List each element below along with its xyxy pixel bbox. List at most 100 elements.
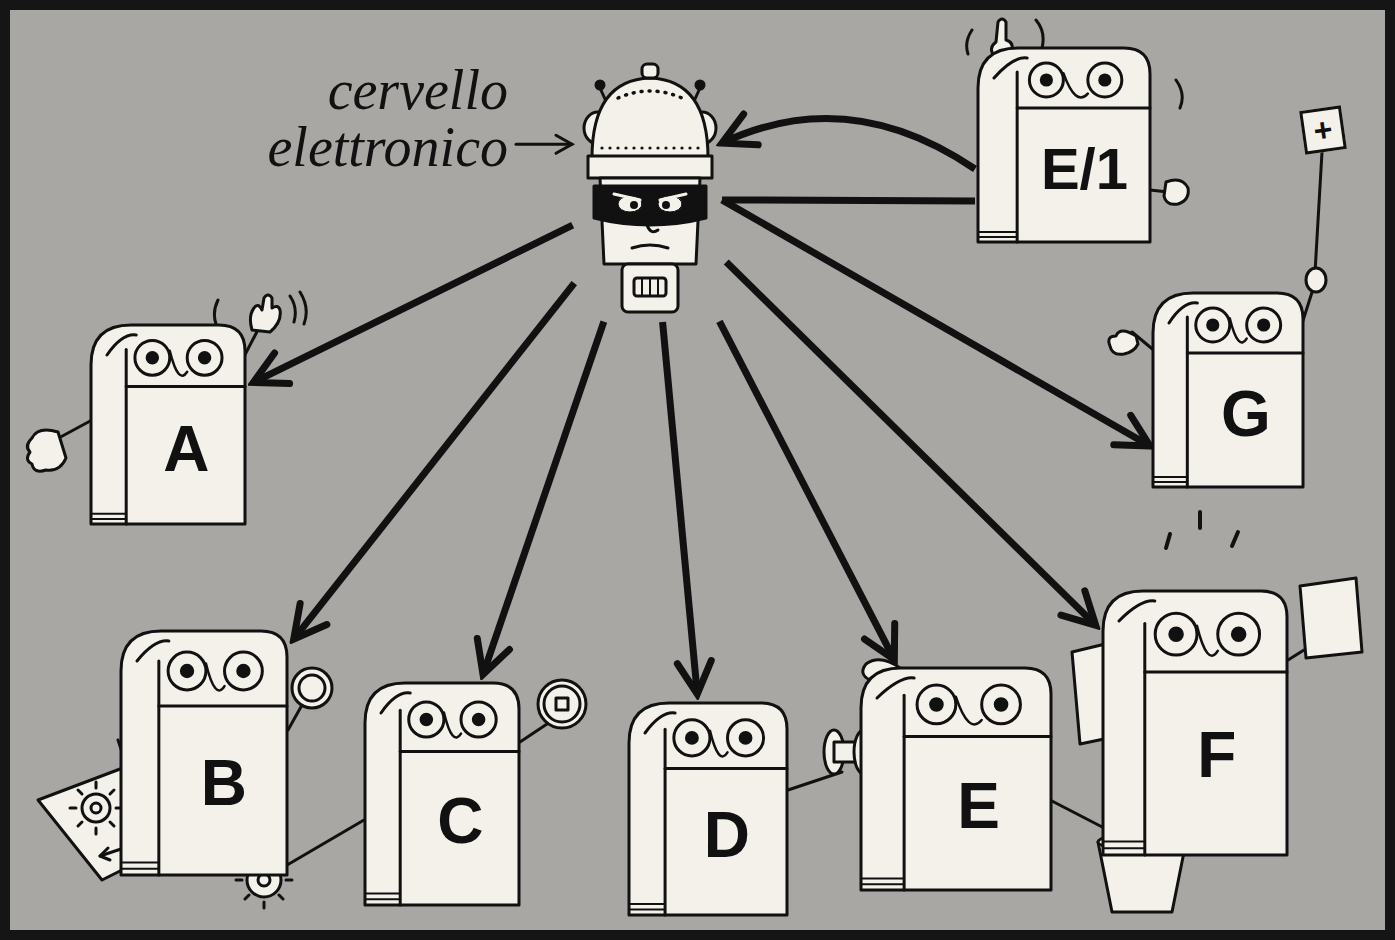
- cabinet-base: [978, 232, 1017, 237]
- antenna-ball: [596, 81, 604, 89]
- cabinet-body: [1103, 591, 1287, 855]
- robot-props-part: [214, 292, 306, 324]
- pupil: [147, 353, 157, 363]
- robot-props-part: [27, 430, 66, 471]
- cabinet-shape: [1100, 588, 1290, 858]
- robot-props-part: [292, 668, 332, 708]
- cabinet-body: [978, 48, 1150, 242]
- robot-props-part: [544, 686, 580, 722]
- pupil: [1232, 628, 1245, 641]
- cabinet-outline: [629, 703, 787, 915]
- cabinet-body: [1153, 293, 1303, 487]
- cabinet-hood: [137, 641, 169, 661]
- pupil: [740, 732, 751, 743]
- nose: [1063, 73, 1087, 97]
- eye: [187, 340, 222, 375]
- robot-props-part: [82, 794, 110, 822]
- eye: [225, 652, 263, 690]
- rivet: [632, 146, 635, 149]
- computer-cabinet: C: [362, 680, 522, 908]
- cabinet-hood: [1119, 601, 1155, 621]
- nose: [444, 712, 461, 737]
- cabinet-outline: [978, 48, 1150, 242]
- cabinet-hood: [381, 693, 410, 713]
- rivet: [648, 146, 651, 149]
- brain-node: cervello elettronico: [578, 58, 722, 316]
- eye: [1088, 63, 1122, 97]
- flow-arrow: [663, 322, 698, 694]
- grill-bars: [642, 278, 658, 296]
- mouth: [632, 245, 668, 248]
- flow-arrow: [294, 283, 575, 639]
- pupil: [1208, 320, 1218, 330]
- robot-props-part: [1288, 650, 1304, 660]
- pupil: [199, 353, 209, 363]
- robot-props-part: [282, 820, 364, 868]
- pupil: [630, 201, 638, 209]
- flow-arrow: [253, 225, 572, 382]
- robot-props-part: [91, 803, 101, 813]
- cabinet-body: [121, 631, 287, 875]
- eye: [135, 340, 170, 375]
- cabinet-body: [629, 703, 787, 915]
- robot-props-part: [556, 698, 568, 710]
- robot-props-part: [1050, 800, 1108, 830]
- rivet: [696, 146, 699, 149]
- pupil: [1170, 628, 1183, 641]
- mask: [594, 186, 706, 225]
- robot-props-part: [1166, 512, 1238, 548]
- nose: [206, 663, 225, 690]
- cabinet-base: [1153, 477, 1187, 482]
- cabinet-hood: [107, 335, 136, 355]
- pupil: [181, 665, 192, 676]
- cabinet-panel: [1017, 107, 1150, 110]
- pupil: [238, 665, 249, 676]
- cabinet-panel: [904, 735, 1051, 738]
- cabinet-base: [861, 879, 904, 885]
- cabinet-hood: [877, 678, 914, 698]
- eye: [168, 652, 206, 690]
- cabinet-hood: [1169, 303, 1197, 323]
- flow-arrow: [722, 200, 975, 201]
- robot-props-part: [70, 782, 122, 834]
- robot-props-part: [299, 675, 325, 701]
- flow-arrow: [722, 118, 975, 169]
- rivet: [616, 146, 619, 149]
- cabinet-outline: [861, 668, 1051, 890]
- rivet: [664, 146, 667, 149]
- cabinet-hood: [645, 713, 675, 733]
- cabinet-letter: C: [407, 753, 514, 890]
- robot-props-part: [288, 705, 302, 730]
- rivet: [624, 146, 627, 149]
- cabinet-outline: [121, 631, 287, 875]
- cabinet-panel: [159, 705, 287, 708]
- antenna-ball: [696, 81, 704, 89]
- eye: [917, 685, 956, 724]
- cabinet-edge: [399, 710, 402, 905]
- rivet: [680, 146, 683, 149]
- dome-knob: [642, 64, 658, 78]
- nose: [170, 351, 187, 376]
- cabinet-panel: [400, 750, 519, 753]
- flow-arrow: [726, 262, 1095, 625]
- cabinet-edge: [1143, 623, 1146, 855]
- cabinet-panel: [1187, 352, 1303, 355]
- brain-head: [578, 58, 722, 316]
- eye: [461, 702, 496, 737]
- cabinet-edge: [1186, 317, 1189, 487]
- cabinet-outline: [91, 325, 245, 524]
- computer-cabinet: E/1: [975, 45, 1153, 245]
- nose: [1197, 626, 1218, 656]
- eye: [728, 720, 764, 756]
- computer-cabinet: G: [1150, 290, 1306, 490]
- cabinet-shape: [858, 665, 1054, 893]
- nose: [1230, 318, 1247, 342]
- pupil: [662, 201, 670, 209]
- robot-props-part: [1164, 180, 1188, 204]
- cabinet-edge: [125, 350, 128, 524]
- cabinet-letter: F: [1153, 674, 1280, 836]
- cabinet-base: [365, 894, 400, 900]
- jaw: [622, 264, 678, 312]
- computer-cabinet: E: [858, 665, 1054, 893]
- pupil: [421, 714, 432, 725]
